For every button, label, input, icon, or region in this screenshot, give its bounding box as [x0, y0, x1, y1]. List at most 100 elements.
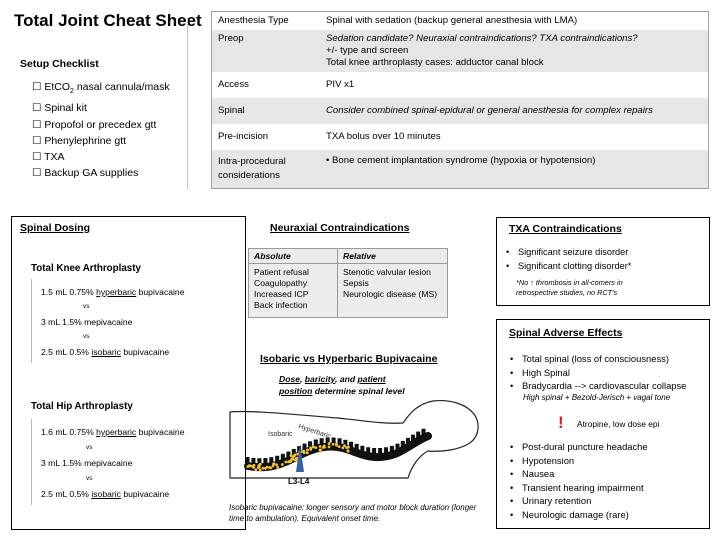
anesthetic-dot — [269, 466, 273, 470]
vertebra — [308, 441, 313, 449]
spinal-dosing-heading: Spinal Dosing — [20, 222, 91, 234]
anesthetic-dot — [293, 454, 296, 458]
txa-heading: TXA Contraindications — [509, 223, 622, 235]
checklist-item: ☐ Backup GA supplies — [32, 167, 139, 180]
table-header-row: Absolute Relative — [248, 248, 448, 264]
vertebra — [360, 445, 365, 453]
setup-checklist: ☐ EtCO2 nasal cannula/mask ☐ Spinal kit … — [32, 79, 170, 181]
list-item: Urinary retention — [508, 494, 648, 508]
table-row: Access PIV x1 — [212, 72, 709, 98]
list-item: Significant clotting disorder* — [504, 259, 631, 273]
bradycardia-note: High spinal + Bezold-Jerisch + vagal ton… — [523, 393, 671, 402]
anesthetic-dot — [254, 468, 258, 472]
anesthetic-dot — [309, 446, 313, 450]
adverse-effects-heading: Spinal Adverse Effects — [509, 327, 623, 339]
level-label: L3-L4 — [288, 477, 310, 486]
anesthetic-dot — [258, 468, 262, 472]
patient-silhouette — [229, 399, 479, 479]
checklist-item: ☐ Propofol or precedex gtt — [32, 118, 157, 131]
list-item: High Spinal — [508, 366, 686, 380]
vertebra — [337, 438, 342, 446]
vertebra — [245, 457, 250, 464]
setup-checklist-heading: Setup Checklist — [20, 58, 99, 70]
anesthetic-dot — [293, 458, 297, 462]
page-title: Total Joint Cheat Sheet — [14, 11, 202, 30]
row-label: Spinal — [211, 98, 320, 124]
vertebra — [263, 458, 268, 466]
anesthetic-dot — [288, 460, 292, 464]
isobaric-label: Isobaric — [268, 431, 293, 438]
vertebra — [269, 457, 274, 465]
row-value: TXA bolus over 10 minutes — [326, 131, 441, 142]
anesthetic-dot — [311, 445, 315, 449]
row-label: Preop — [211, 30, 320, 72]
vertebra — [331, 437, 336, 445]
list-item: Neurologic damage (rare) — [508, 508, 648, 522]
spine-diagram: Isobaric Hyperbaric L3-L4 — [229, 399, 479, 486]
anesthetic-dot — [263, 466, 267, 470]
list-item: Post-dural puncture headache — [508, 440, 648, 454]
anesthetic-dot — [272, 462, 276, 466]
knee-dose-hyperbaric: 1.5 mL 0.75% hyperbaric bupivacaine — [41, 287, 185, 297]
knee-dose-isobaric: 2.5 mL 0.5% isobaric bupivacaine — [41, 347, 170, 357]
anesthetic-dot — [341, 446, 345, 450]
list-item: Bradycardia --> cardiovascular collapse — [508, 379, 686, 393]
anesthetic-dot — [275, 463, 279, 467]
vs-label: vs — [83, 303, 90, 310]
table-row: Intra-procedural considerations • Bone c… — [211, 150, 709, 189]
hip-bracket — [31, 419, 32, 505]
vertebra — [349, 441, 354, 449]
vertebra — [400, 440, 405, 448]
anesthetic-dot — [337, 445, 341, 449]
anesthetic-dot — [257, 465, 261, 469]
anesthetic-dot — [314, 446, 318, 450]
baricity-caption: Isobaric bupivacaine: longer sensory and… — [229, 503, 477, 523]
list-item: Nausea — [508, 467, 648, 481]
anesthetic-dot — [306, 448, 309, 452]
anesthetic-dot — [261, 466, 265, 470]
anesthetic-spread-dots — [246, 442, 350, 472]
vertebra — [286, 451, 291, 459]
anesthetic-dot — [343, 444, 346, 447]
vertebra — [378, 447, 383, 455]
vertical-divider — [187, 18, 188, 190]
anesthetic-dot — [251, 465, 254, 469]
vertebrae — [245, 428, 426, 466]
anesthetic-dot — [327, 445, 331, 449]
vertebra — [411, 434, 416, 442]
hip-heading: Total Hip Arthroplasty — [31, 401, 133, 412]
vertebra — [280, 453, 285, 461]
row-label: Pre-incision — [218, 131, 269, 142]
alert-text: Atropine, low dose epi — [577, 419, 660, 429]
anesthetic-dot — [296, 452, 300, 456]
knee-dose-mepivacaine: 3 mL 1.5% mepivacaine — [41, 317, 133, 327]
row-value: PIV x1 — [326, 79, 355, 90]
anesthetic-dot — [284, 460, 288, 464]
anesthetic-dot — [258, 462, 262, 466]
vertebra — [313, 439, 318, 447]
vertebra — [372, 447, 377, 455]
knee-bracket — [31, 279, 32, 363]
alert-icon: ! — [558, 413, 564, 432]
anesthetic-dot — [323, 445, 326, 449]
col-absolute: Absolute — [248, 248, 338, 264]
checklist-item: ☐ TXA — [32, 150, 65, 163]
vs-label: vs — [83, 333, 90, 340]
vertebra — [319, 438, 324, 446]
list-item: Significant seizure disorder — [504, 245, 631, 259]
table-row: Anesthesia Type Spinal with sedation (ba… — [212, 12, 709, 31]
txa-list: Significant seizure disorder Significant… — [504, 245, 631, 273]
vertebra — [366, 447, 371, 455]
vertebra — [302, 443, 307, 451]
anesthetic-dot — [302, 451, 306, 455]
vertebra — [343, 439, 348, 447]
list-item: Total spinal (loss of consciousness) — [508, 352, 686, 366]
row-value: Consider combined spinal-epidural or gen… — [320, 98, 709, 124]
anesthetic-dot — [249, 464, 252, 468]
hip-dose-isobaric: 2.5 mL 0.5% isobaric bupivacaine — [41, 489, 170, 499]
row-label: Access — [218, 79, 249, 90]
anesthetic-dot — [346, 449, 350, 453]
